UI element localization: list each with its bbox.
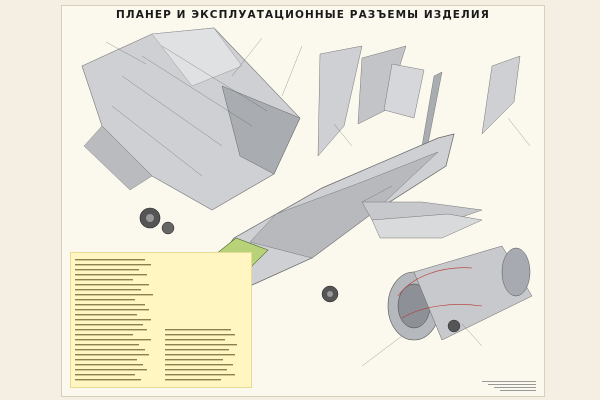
callout-leaders [105,37,531,367]
legend-text-lines [75,259,237,381]
wing-section-drawing [81,27,301,235]
engine-cutaway-drawing [387,245,533,341]
footer-imprint-lines [482,381,536,391]
poster-sheet: ПЛАНЕР И ЭКСПЛУАТАЦИОННЫЕ РАЗЪЕМЫ ИЗДЕЛИ… [62,6,544,396]
parts-legend-panel [70,252,252,388]
wing-panels-drawing [317,45,521,157]
poster-title: ПЛАНЕР И ЭКСПЛУАТАЦИОННЫЕ РАЗЪЕМЫ ИЗДЕЛИ… [116,9,490,21]
